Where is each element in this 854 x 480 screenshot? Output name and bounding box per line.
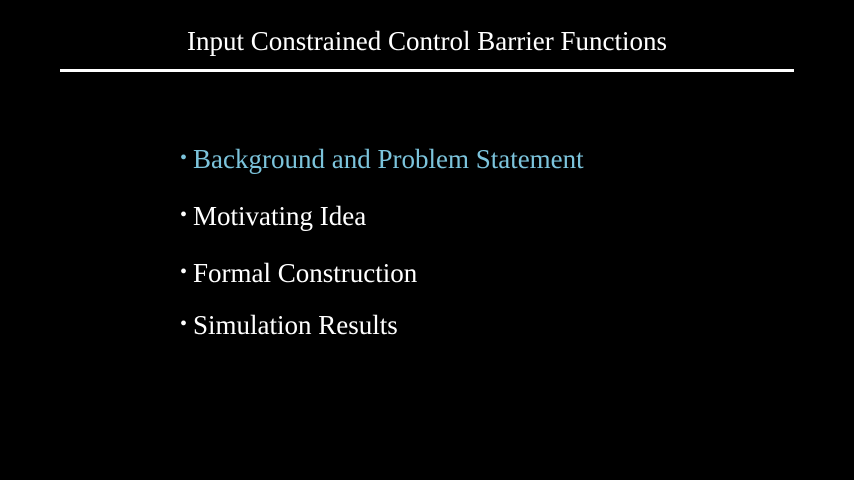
agenda-item-label: Motivating Idea xyxy=(193,201,367,231)
bullet-icon: • xyxy=(180,313,188,335)
agenda-item-label: Background and Problem Statement xyxy=(193,144,584,174)
title-divider xyxy=(60,69,794,72)
agenda-item-motivating-idea: •Motivating Idea xyxy=(180,197,366,234)
agenda-item-background: •Background and Problem Statement xyxy=(180,140,584,177)
agenda-item-label: Simulation Results xyxy=(193,310,398,340)
bullet-icon: • xyxy=(180,261,188,283)
agenda-item-label: Formal Construction xyxy=(193,258,418,288)
slide-title: Input Constrained Control Barrier Functi… xyxy=(187,26,667,56)
bullet-icon: • xyxy=(180,204,188,226)
agenda-item-simulation-results: •Simulation Results xyxy=(180,306,398,343)
bullet-icon: • xyxy=(180,147,188,169)
agenda-item-formal-construction: •Formal Construction xyxy=(180,254,417,291)
